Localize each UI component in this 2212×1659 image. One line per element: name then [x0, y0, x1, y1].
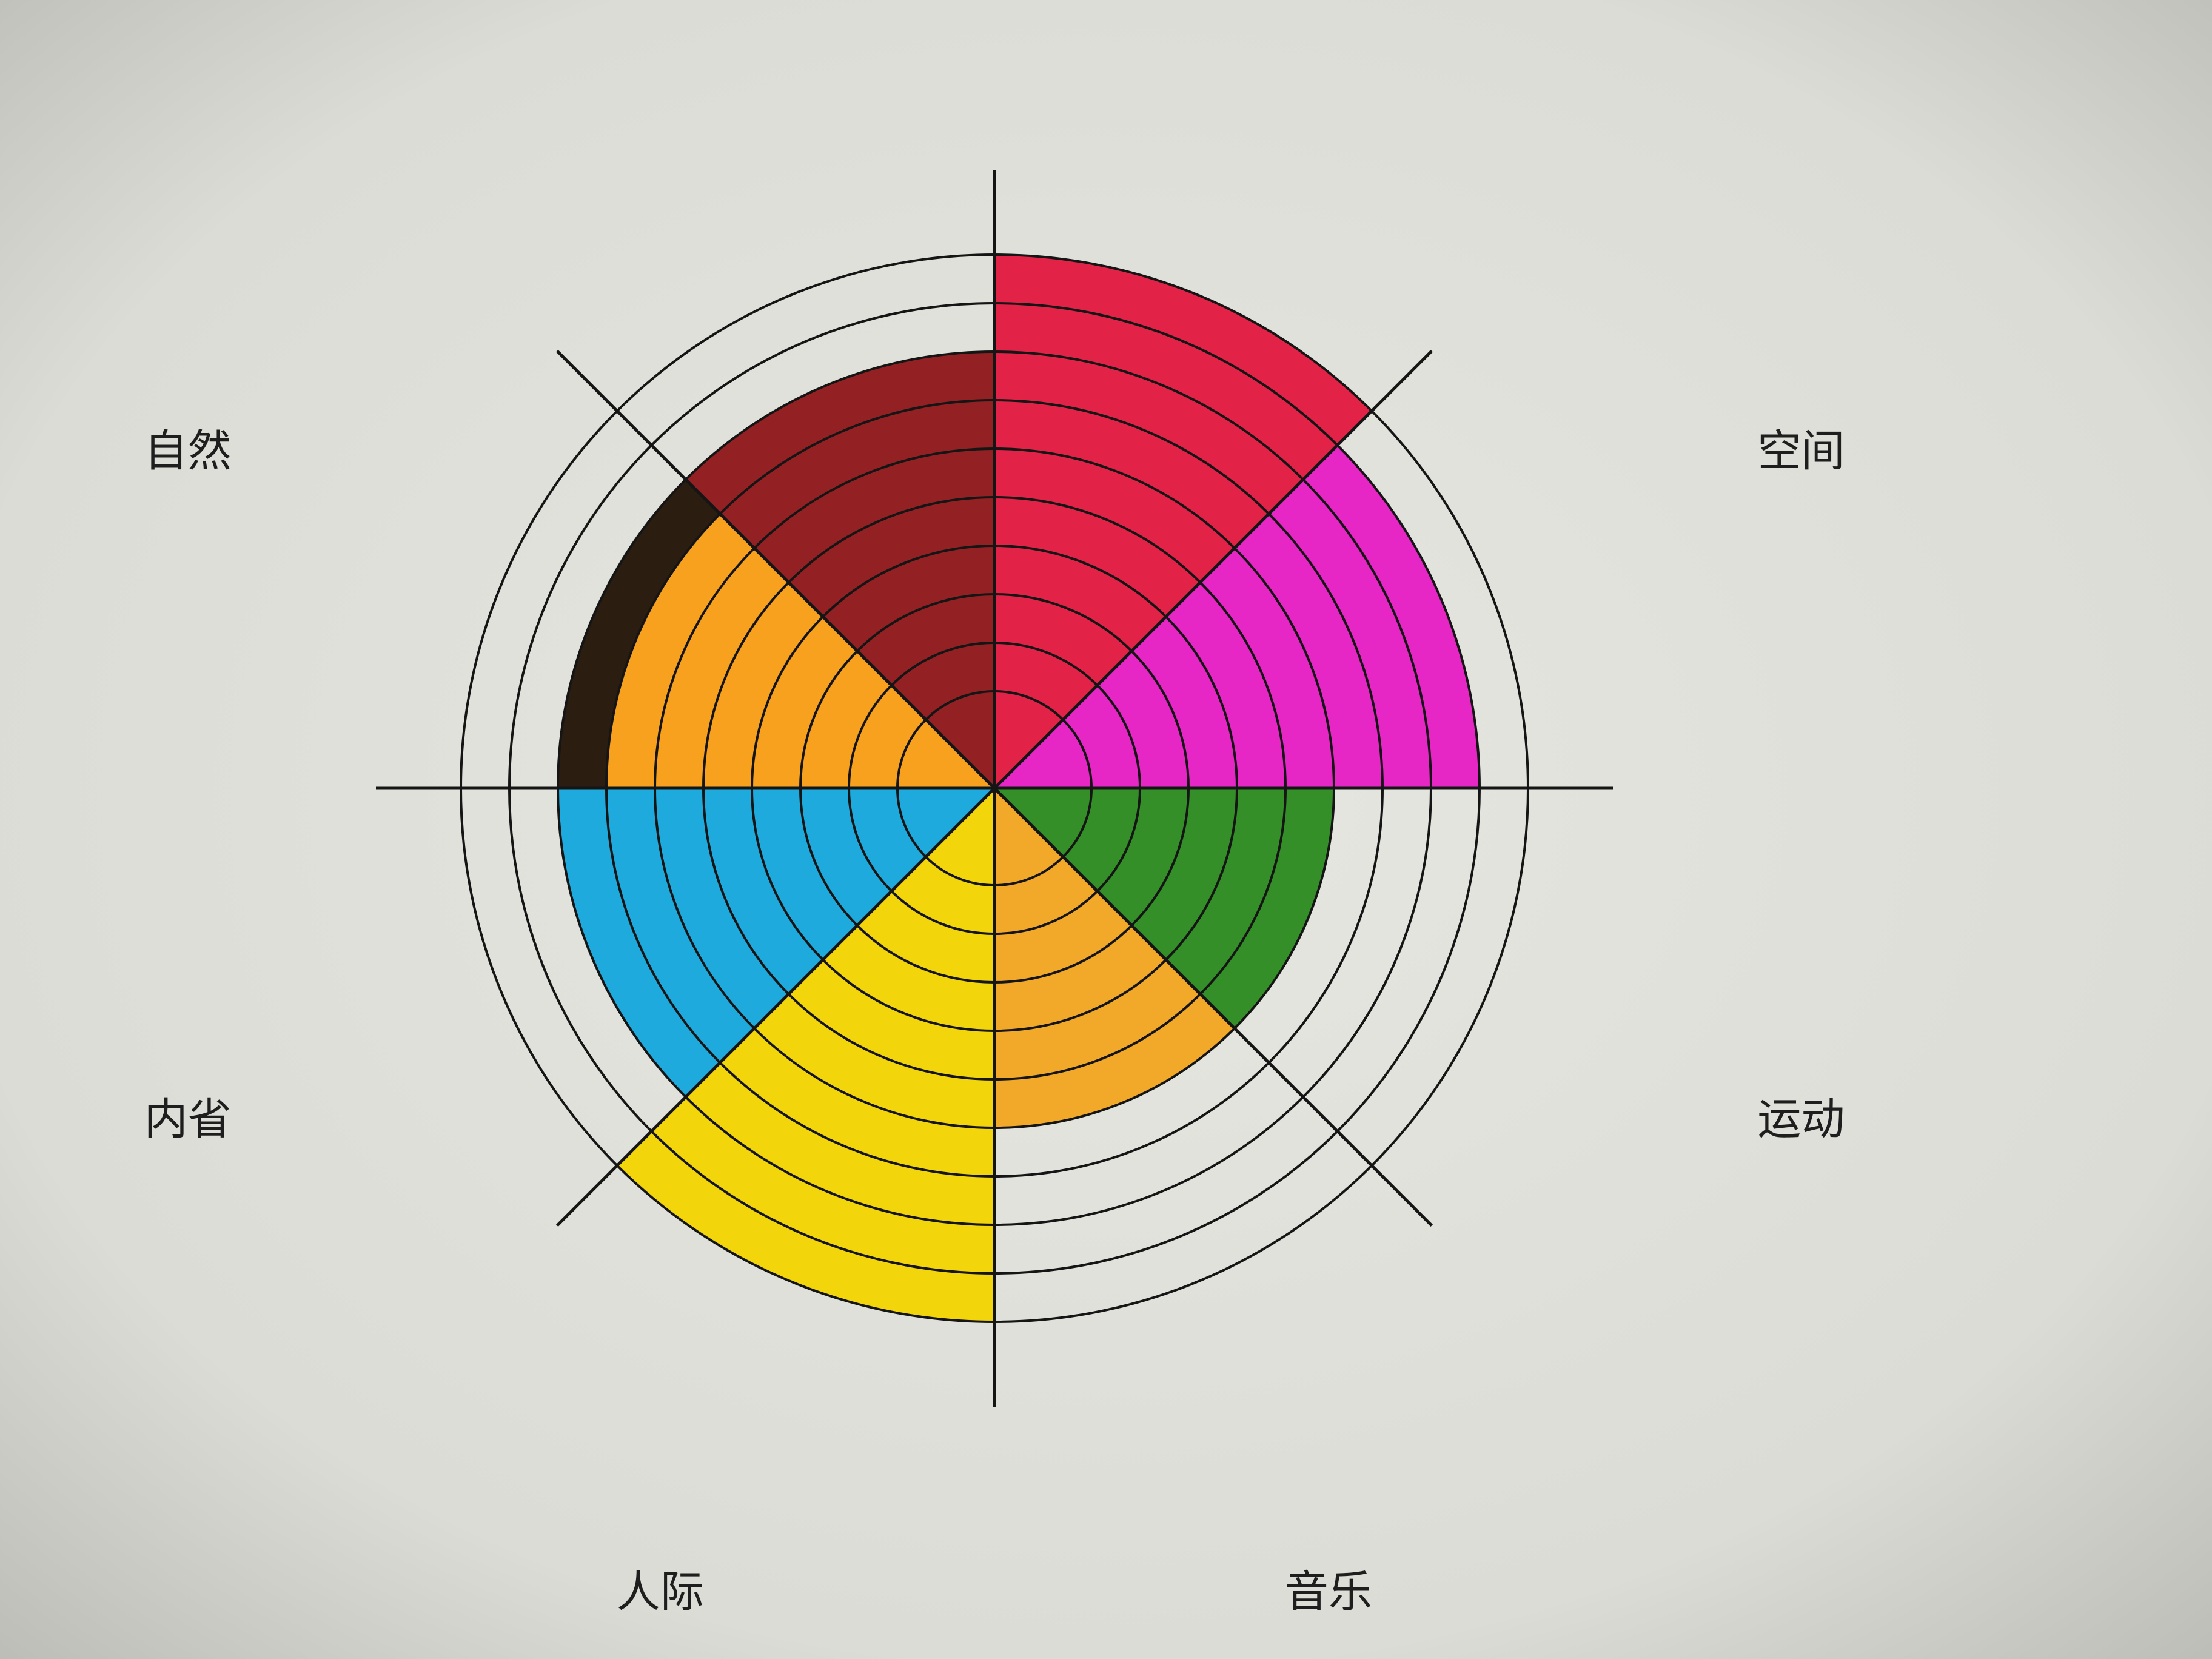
sector-label-3: 运动: [1757, 1094, 1845, 1145]
sector-2-fill: [994, 445, 1480, 788]
sector-6-fill: [558, 788, 994, 1098]
sector-7-outer-fill: [558, 479, 720, 788]
sector-label-6: 内省: [144, 1094, 232, 1145]
sector-label-1: 逻辑: [1285, 0, 1372, 4]
sector-8-fill: [685, 352, 994, 788]
sector-5-fill: [617, 788, 994, 1322]
sector-7-inner-fill: [606, 514, 994, 788]
sectors-layer: [558, 255, 1480, 1322]
sector-label-7: 自然: [144, 425, 232, 476]
sector-label-4: 音乐: [1285, 1566, 1372, 1617]
sector-label-8: 语言: [617, 0, 704, 4]
sector-1-fill: [994, 255, 1372, 788]
sector-labels: 逻辑空间运动音乐 人际 内省 自然 语言: [144, 0, 1845, 1617]
axis-line-4: [555, 349, 1433, 1227]
axis-lines: [376, 170, 1613, 1407]
sector-label-5: 人际: [617, 1566, 704, 1617]
sector-label-2: 空间: [1757, 425, 1845, 476]
sector-4-fill: [994, 788, 1235, 1128]
sector-3-fill: [994, 788, 1334, 1028]
